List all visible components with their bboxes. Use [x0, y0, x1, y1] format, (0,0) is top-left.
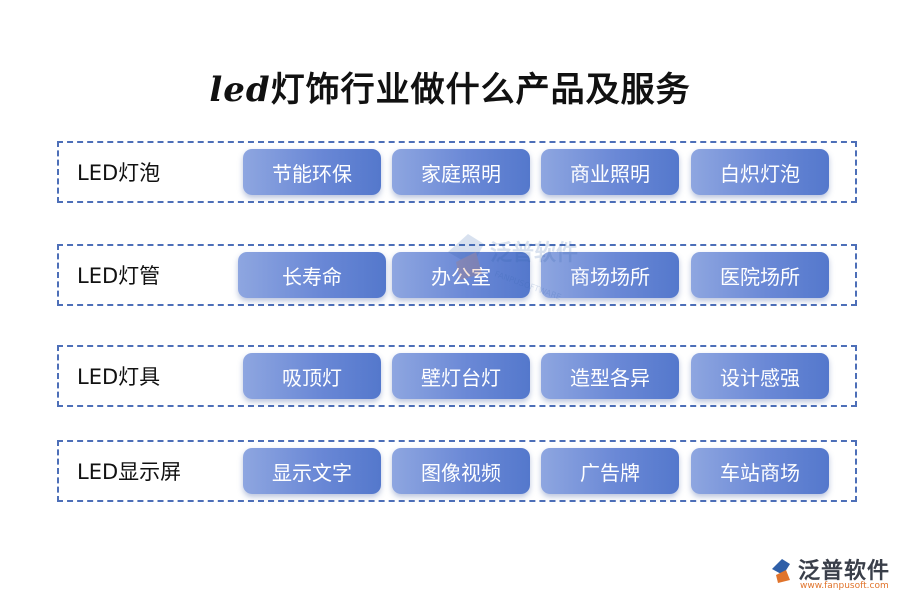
- category-label: LED灯具: [77, 365, 161, 389]
- item-box: 壁灯台灯: [392, 353, 530, 399]
- page-title-main: 灯饰行业做什么产品及服务: [270, 70, 691, 110]
- brand-logo: 泛普软件 www.fanpusoft.com: [768, 551, 898, 595]
- item-box: 造型各异: [541, 353, 679, 399]
- item-box: 节能环保: [243, 149, 381, 195]
- item-box: 广告牌: [541, 448, 679, 494]
- item-box: 白炽灯泡: [691, 149, 829, 195]
- item-box: 图像视频: [392, 448, 530, 494]
- category-label: LED灯泡: [77, 161, 161, 185]
- page-title: led灯饰行业做什么产品及服务: [0, 62, 900, 111]
- page-title-prefix: led: [209, 70, 271, 110]
- item-box: 吸顶灯: [243, 353, 381, 399]
- item-box: 商场场所: [541, 252, 679, 298]
- item-box: 设计感强: [691, 353, 829, 399]
- brand-mark-icon: [772, 559, 790, 583]
- brand-url: www.fanpusoft.com: [800, 581, 889, 591]
- item-box: 长寿命: [238, 252, 386, 298]
- item-box: 车站商场: [691, 448, 829, 494]
- brand-name: 泛普软件: [798, 559, 891, 584]
- item-group: 显示文字 图像视频 广告牌 车站商场: [59, 448, 855, 494]
- item-group: 长寿命 办公室 商场场所 医院场所: [59, 252, 855, 298]
- category-row: LED灯管 长寿命 办公室 商场场所 医院场所: [57, 244, 857, 306]
- item-box: 显示文字: [243, 448, 381, 494]
- category-label: LED显示屏: [77, 460, 182, 484]
- item-group: 吸顶灯 壁灯台灯 造型各异 设计感强: [59, 353, 855, 399]
- item-box: 家庭照明: [392, 149, 530, 195]
- item-box: 办公室: [392, 252, 530, 298]
- item-box: 商业照明: [541, 149, 679, 195]
- item-box: 医院场所: [691, 252, 829, 298]
- category-row: LED显示屏 显示文字 图像视频 广告牌 车站商场: [57, 440, 857, 502]
- category-row: LED灯泡 节能环保 家庭照明 商业照明 白炽灯泡: [57, 141, 857, 203]
- item-group: 节能环保 家庭照明 商业照明 白炽灯泡: [59, 149, 855, 195]
- category-row: LED灯具 吸顶灯 壁灯台灯 造型各异 设计感强: [57, 345, 857, 407]
- category-label: LED灯管: [77, 264, 161, 288]
